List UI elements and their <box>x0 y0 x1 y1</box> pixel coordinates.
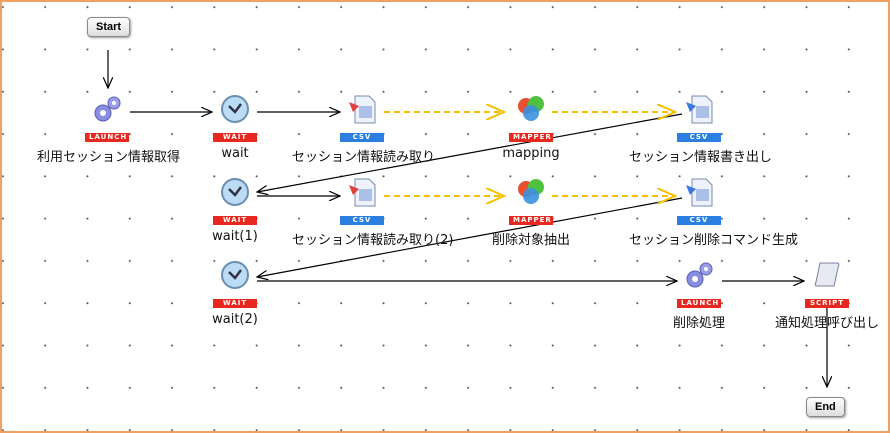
node-csvout1[interactable]: CSV セッション情報書き出し <box>629 94 773 165</box>
node-type-tag: WAIT <box>213 133 257 142</box>
node-launch2[interactable]: LAUNCH 削除処理 <box>629 260 769 331</box>
mapper-icon <box>514 177 548 207</box>
node-label: mapping <box>502 146 560 161</box>
node-mapper1[interactable]: MAPPER mapping <box>461 94 601 161</box>
clock-icon <box>218 94 252 124</box>
gears-icon <box>682 260 716 290</box>
node-wait[interactable]: WAIT wait <box>165 94 305 161</box>
node-csv2[interactable]: CSV セッション情報読み取り(2) <box>292 177 454 248</box>
node-type-tag: MAPPER <box>509 133 553 142</box>
node-mapper2[interactable]: MAPPER 削除対象抽出 <box>461 177 601 248</box>
flow-csvout2-wait2 <box>257 197 683 277</box>
node-type-tag: WAIT <box>213 299 257 308</box>
node-launch1[interactable]: LAUNCH 利用セッション情報取得 <box>37 94 181 165</box>
node-type-tag: WAIT <box>213 216 257 225</box>
scroll-icon <box>810 260 844 290</box>
node-type-tag: LAUNCH <box>85 133 129 142</box>
mapper-icon <box>514 94 548 124</box>
node-type-tag: CSV <box>677 133 721 142</box>
node-label: wait(1) <box>212 229 258 244</box>
node-label: セッション情報読み取り <box>292 150 436 165</box>
node-type-tag: CSV <box>340 216 384 225</box>
node-csv1[interactable]: CSV セッション情報読み取り <box>292 94 436 165</box>
node-csvout2[interactable]: CSV セッション削除コマンド生成 <box>629 177 799 248</box>
csv-write-icon <box>682 94 716 124</box>
csv-read-icon <box>345 177 379 207</box>
node-label: 削除対象抽出 <box>491 233 570 248</box>
node-label: wait(2) <box>212 312 258 327</box>
node-label: 削除処理 <box>672 316 725 331</box>
csv-read-icon <box>345 94 379 124</box>
node-wait2[interactable]: WAIT wait(2) <box>165 260 305 327</box>
node-type-tag: SCRIPT <box>805 299 849 308</box>
clock-icon <box>218 260 252 290</box>
flow-csvout-wait1 <box>257 113 683 192</box>
node-label: セッション情報読み取り(2) <box>292 233 454 248</box>
csv-write-icon <box>682 177 716 207</box>
node-script[interactable]: SCRIPT 通知処理呼び出し <box>757 260 888 331</box>
gears-icon <box>90 94 124 124</box>
node-type-tag: CSV <box>340 133 384 142</box>
start-node[interactable]: Start <box>87 17 131 37</box>
node-label: wait <box>221 146 249 161</box>
end-node[interactable]: End <box>806 397 845 417</box>
node-wait1[interactable]: WAIT wait(1) <box>165 177 305 244</box>
node-label: 利用セッション情報取得 <box>37 150 181 165</box>
node-type-tag: CSV <box>677 216 721 225</box>
node-label: セッション情報書き出し <box>629 150 773 165</box>
node-label: 通知処理呼び出し <box>774 316 879 331</box>
node-label: セッション削除コマンド生成 <box>629 233 799 248</box>
clock-icon <box>218 177 252 207</box>
node-type-tag: MAPPER <box>509 216 553 225</box>
node-type-tag: LAUNCH <box>677 299 721 308</box>
